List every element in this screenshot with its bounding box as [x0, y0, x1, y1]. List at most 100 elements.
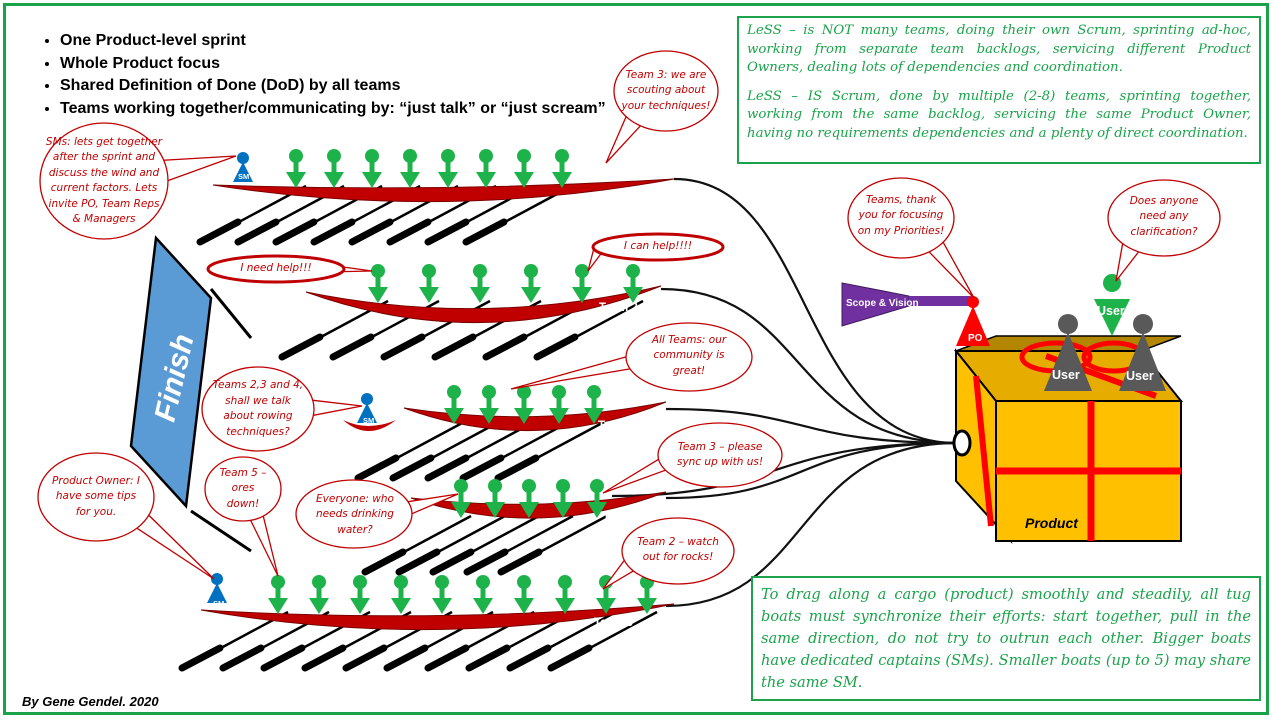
bubble-teams-thank: Teams, thank you for focusing on my Prio…: [857, 193, 945, 237]
oar-blade: [272, 218, 318, 246]
rower-head: [435, 575, 449, 589]
rower-head: [327, 149, 341, 163]
oar-blade: [424, 644, 470, 672]
oar-blade: [463, 548, 509, 576]
rower-legs: [324, 172, 344, 188]
oar-blade: [533, 333, 579, 361]
rower-body: [331, 162, 337, 174]
rower-head: [365, 149, 379, 163]
tow-rope: [611, 441, 958, 498]
rower-head: [312, 575, 326, 589]
shout-bubble-outline: [206, 254, 346, 284]
speech-bubble-tail: [312, 399, 363, 417]
rower-head: [522, 479, 536, 493]
bubble-drinking-water: Everyone: who needs drinking water?: [316, 492, 394, 536]
oar-blade: [383, 644, 429, 672]
bubble-sms-together: SMs: lets get together after the sprint …: [45, 135, 163, 226]
rower-body: [521, 588, 527, 600]
bubble-product-owner-tips: Product Owner: I have some tips for you.: [52, 474, 140, 518]
rower-head: [271, 575, 285, 589]
speech-bubble: [625, 322, 753, 392]
less-not-paragraph: LeSS – is NOT many teams, doing their ow…: [747, 23, 1251, 75]
sm-shared-label: SM: [363, 416, 375, 425]
oar-blade: [431, 333, 477, 361]
oar-blade: [482, 333, 528, 361]
speech-bubble-joint: [928, 240, 942, 251]
key-point: Whole Product focus: [60, 53, 606, 76]
speech-bubble-tail: [602, 458, 667, 494]
oar-blade: [196, 218, 242, 246]
rower-legs: [400, 172, 420, 188]
tow-rope: [665, 407, 958, 445]
tow-rope: [665, 441, 958, 608]
rower-head: [488, 479, 502, 493]
rower-legs: [479, 408, 499, 424]
rower-legs: [587, 502, 607, 518]
rower-body: [526, 492, 532, 504]
user-green-body: [1094, 299, 1130, 336]
key-points-list: One Product-level sprint Whole Product f…: [34, 30, 606, 120]
rower-body: [556, 398, 562, 410]
finish-pole: [209, 288, 253, 339]
oar-blade: [497, 548, 543, 576]
speech-bubble-tail: [510, 356, 631, 390]
user-gray-1-label: User: [1052, 368, 1080, 382]
oar-blade: [301, 644, 347, 672]
rower-body: [603, 588, 609, 600]
speech-bubble-joint: [1124, 240, 1140, 251]
finish-pole: [190, 509, 252, 553]
key-point: Shared Definition of Done (DoD) by all t…: [60, 75, 606, 98]
rower-body: [439, 588, 445, 600]
user-gray-head: [1058, 314, 1078, 334]
speech-bubble: [204, 456, 282, 522]
speech-bubble: [201, 366, 315, 452]
rower-legs: [368, 287, 388, 303]
speech-bubble-joint: [595, 247, 606, 253]
oar-blade: [386, 218, 432, 246]
speech-bubble: [621, 517, 735, 585]
rower-body: [483, 162, 489, 174]
sm-head: [361, 393, 373, 405]
rower-head: [587, 385, 601, 399]
rower-head: [590, 479, 604, 493]
boat-hull: [212, 178, 675, 203]
rower-legs: [549, 408, 569, 424]
bubble-teams-234: Teams 2,3 and 4, shall we talk about row…: [212, 379, 304, 438]
rower-body: [407, 162, 413, 174]
speech-bubble-tail: [249, 515, 279, 577]
rower-body: [369, 162, 375, 174]
rower-body: [579, 277, 585, 289]
box-ribbon: [973, 375, 994, 527]
rower-head: [575, 264, 589, 278]
speech-bubble: [657, 422, 783, 488]
rower-head: [353, 575, 367, 589]
oar-blade: [348, 218, 394, 246]
rower-legs: [419, 287, 439, 303]
shout-bubble-outline: [591, 232, 725, 262]
rower-head: [558, 575, 572, 589]
rower-head: [422, 264, 436, 278]
oar-blade: [234, 218, 280, 246]
rower-body: [521, 162, 527, 174]
illustration: [37, 50, 1221, 672]
team-5-label: Team 5: [594, 617, 633, 629]
rower-head: [371, 264, 385, 278]
rower-body: [594, 492, 600, 504]
rower-head: [517, 385, 531, 399]
rower-body: [375, 277, 381, 289]
less-is-paragraph: LeSS – IS Scrum, done by multiple (2-8) …: [747, 88, 1251, 141]
oar-blade: [329, 333, 375, 361]
oar-blade: [459, 454, 505, 482]
oar-blade: [342, 644, 388, 672]
oar-blade: [465, 644, 511, 672]
rower-body: [477, 277, 483, 289]
rower-legs: [521, 287, 541, 303]
speech-bubble-joint: [628, 356, 637, 369]
rower-head: [447, 385, 461, 399]
rower-legs: [309, 598, 329, 614]
bubble-team3-sync: Team 3 – please sync up with us!: [676, 440, 764, 469]
rower-body: [357, 588, 363, 600]
user-green-label: User: [1097, 304, 1125, 318]
megaphone-handle: [909, 296, 971, 306]
boat-hull: [200, 603, 675, 631]
